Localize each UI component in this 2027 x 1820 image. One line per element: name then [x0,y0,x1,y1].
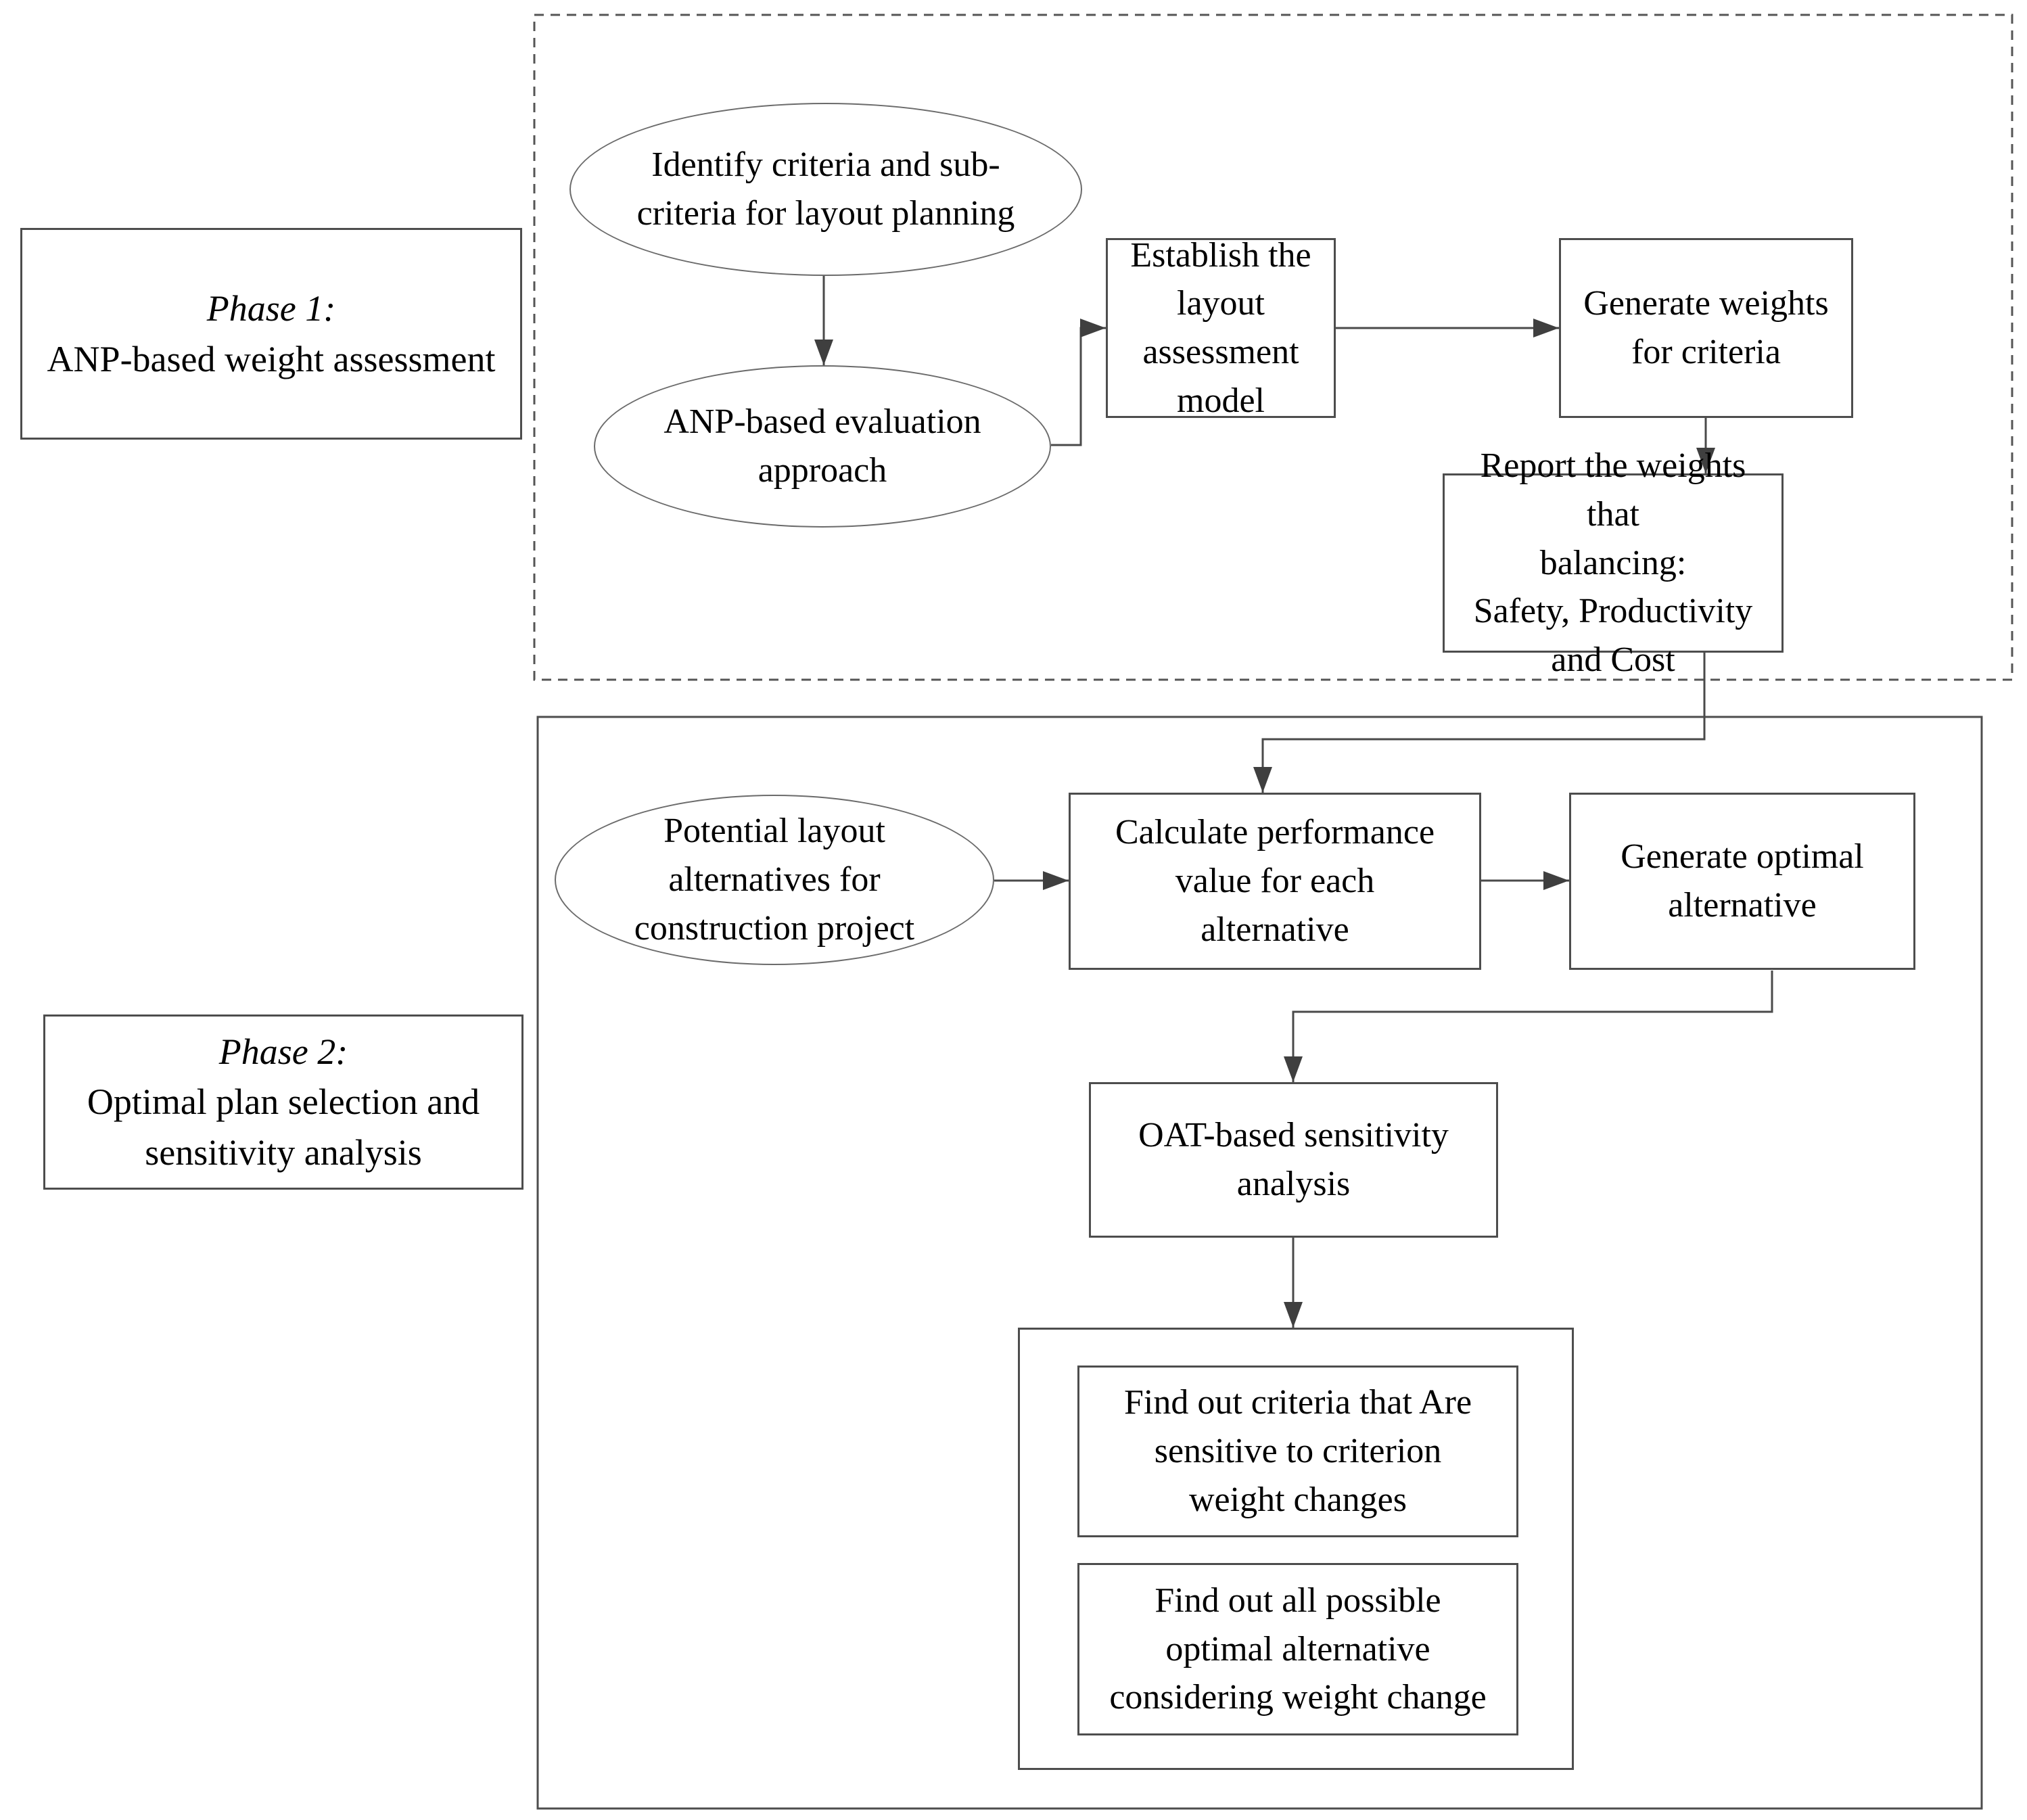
node-find-sensitive-criteria: Find out criteria that Are sensitive to … [1077,1366,1518,1537]
arrow-generate-optimal-to-oat [1284,971,1773,1082]
node-identify-criteria-label: Identify criteria and sub- criteria for … [636,145,1015,233]
node-calculate-performance: Calculate performance value for each alt… [1069,793,1481,970]
arrow-report-to-calculate [1253,653,1706,793]
node-generate-optimal: Generate optimal alternative [1569,793,1915,970]
phase2-region-border [536,716,1983,1810]
node-report-weights: Report the weights that balancing: Safet… [1443,446,1784,679]
node-find-all-optimal: Find out all possible optimal alternativ… [1077,1563,1518,1735]
node-identify-criteria: Identify criteria and sub- criteria for … [569,103,1082,276]
node-oat-sensitivity: OAT-based sensitivity analysis [1089,1082,1498,1238]
node-anp-evaluation-approach: ANP-based evaluation approach [594,365,1051,528]
node-report-weights-label: Report the weights that balancing: Safet… [1473,446,1753,680]
results-container-box [1018,1328,1574,1770]
node-anp-evaluation-approach-label: ANP-based evaluation approach [663,402,981,490]
node-find-sensitive-criteria-label: Find out criteria that Are sensitive to … [1123,1383,1472,1519]
node-generate-weights: Generate weights for criteria [1559,238,1853,418]
node-oat-sensitivity-label: OAT-based sensitivity analysis [1138,1116,1449,1203]
node-establish-model-label: Establish the layout assessment model [1130,235,1311,420]
node-establish-model: Establish the layout assessment model [1106,236,1336,420]
node-find-all-optimal-label: Find out all possible optimal alternativ… [1109,1581,1487,1717]
phase2-label-box: Phase 2: Optimal plan selection and sens… [43,1014,523,1190]
phase2-title: Phase 2: [218,1031,348,1072]
arrow-anp-approach-to-establish [1051,319,1106,446]
phase1-subtitle: ANP-based weight assessment [47,338,496,379]
phase2-subtitle: Optimal plan selection and sensitivity a… [87,1081,480,1173]
phase1-label-box: Phase 1: ANP-based weight assessment [20,228,522,440]
node-generate-optimal-label: Generate optimal alternative [1621,837,1864,925]
node-potential-alternatives: Potential layout alternatives for constr… [555,795,994,965]
node-calculate-performance-label: Calculate performance value for each alt… [1115,813,1435,949]
node-potential-alternatives-label: Potential layout alternatives for constr… [634,812,915,948]
phase1-region-border [533,14,2013,681]
phase1-title: Phase 1: [206,287,336,329]
node-generate-weights-label: Generate weights for criteria [1583,284,1829,371]
